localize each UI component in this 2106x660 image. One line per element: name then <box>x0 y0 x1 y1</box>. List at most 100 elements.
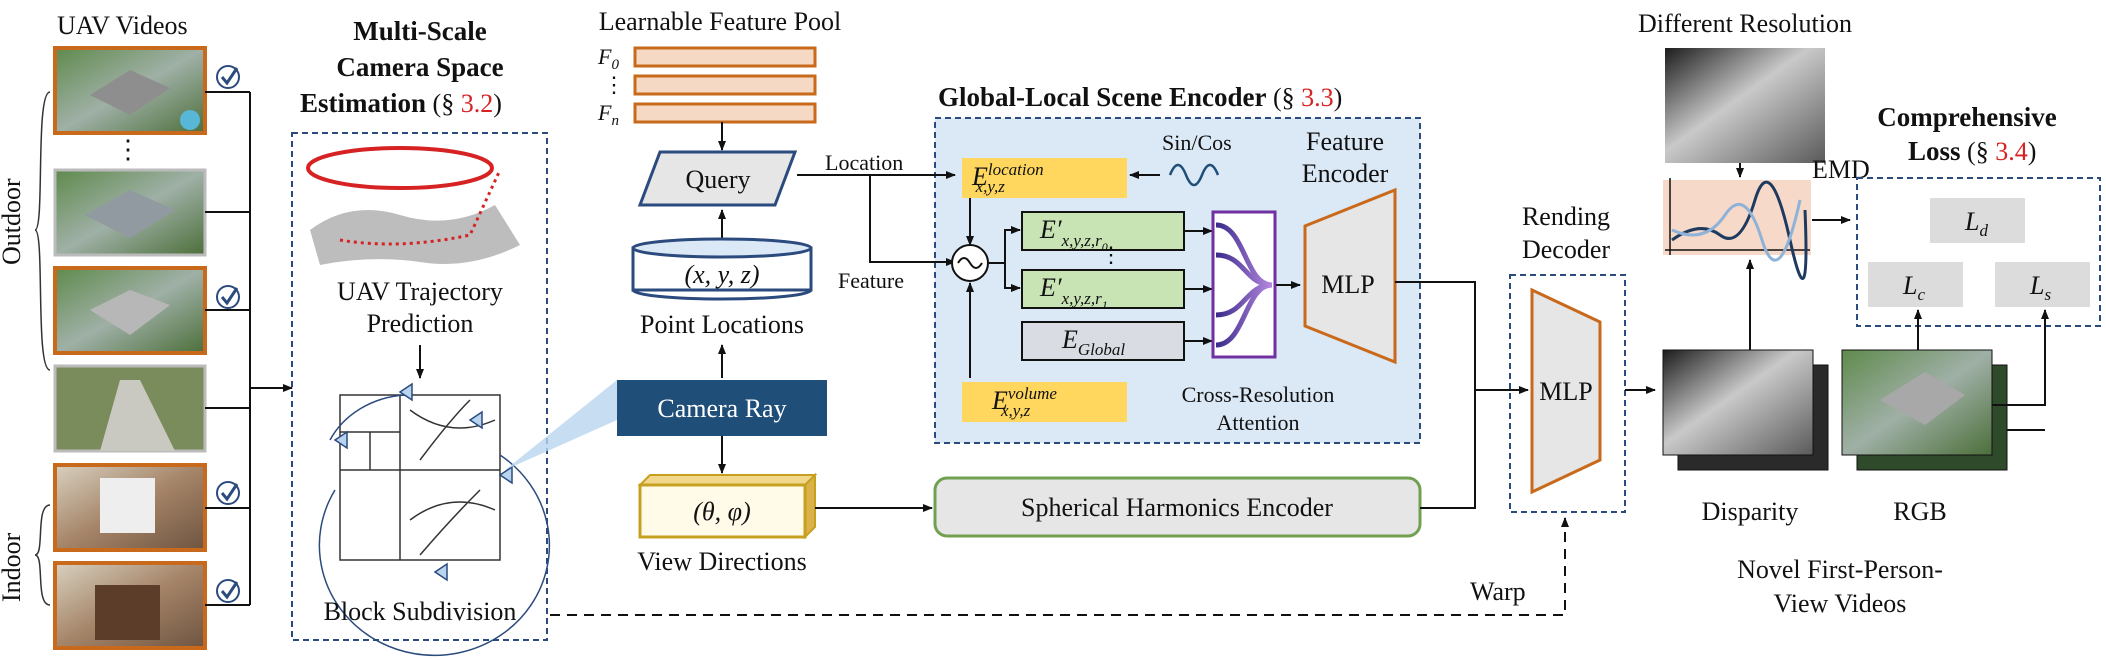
feature-encoder-label-2: Encoder <box>1302 159 1389 188</box>
uav-merge-lines <box>205 91 251 606</box>
attention-curves <box>1215 222 1273 348</box>
camera-ray-callout <box>505 380 617 470</box>
loss-ls-label: Ls <box>2029 271 2051 304</box>
attention-label-1: Cross-Resolution <box>1182 382 1335 407</box>
camera-space-title-3: Estimation (§ 3.2) <box>300 88 502 118</box>
e-r1-box <box>1021 269 1185 309</box>
encoder-to-attention-arrows <box>1184 227 1213 345</box>
outdoor-bracket <box>34 91 51 371</box>
feature-fn: Fn <box>597 100 619 129</box>
encoder-title: Global-Local Scene Encoder (§ 3.3) <box>938 82 1342 112</box>
camera-ray-label: Camera Ray <box>657 394 786 423</box>
e-location-box <box>962 158 1127 198</box>
sincos-label: Sin/Cos <box>1162 130 1232 155</box>
feature-encoder-label-1: Feature <box>1306 127 1384 156</box>
camera-ray-box <box>617 380 827 436</box>
different-resolution-image <box>1665 48 1825 163</box>
block-subdivision-diagram <box>318 394 551 657</box>
sine-wave-icon <box>1168 163 1220 187</box>
loss-lc-box <box>1868 262 1963 307</box>
uav-frame-6 <box>53 561 207 650</box>
novel-videos-label-1: Novel First-Person- <box>1737 555 1943 584</box>
indoor-bracket <box>34 504 51 606</box>
feature-path-arrow <box>869 175 956 266</box>
disparity-stack <box>1662 349 1829 471</box>
check-icon <box>216 579 240 603</box>
loss-title-2: Loss (§ 3.4) <box>1908 136 2036 166</box>
uav-frame-ellipsis: ⋮ <box>115 135 141 164</box>
rgb-stack <box>1841 349 2008 471</box>
loss-lc-label: Lc <box>1902 271 1925 304</box>
uav-frame-2 <box>53 168 207 257</box>
disparity-label: Disparity <box>1702 497 1799 526</box>
point-locations-caption: Point Locations <box>640 310 804 339</box>
check-icon <box>216 285 240 309</box>
camera-space-title-1: Multi-Scale <box>353 16 486 46</box>
feature-pool-bars <box>633 46 817 124</box>
loss-title-1: Comprehensive <box>1877 102 2057 132</box>
different-resolution-label: Different Resolution <box>1638 9 1852 38</box>
camera-markers <box>333 382 513 582</box>
uav-frame-4 <box>53 364 207 453</box>
decoder-title-1: Rending <box>1522 202 1610 231</box>
uav-frame-5 <box>53 463 207 552</box>
encoder-to-decoder-arrow <box>1395 281 1529 394</box>
loss-ld-box <box>1930 198 2025 243</box>
uav-videos-title: UAV Videos <box>57 11 188 40</box>
camera-space-box <box>291 132 548 641</box>
e-r0-label: E′x,y,z,r0 <box>1039 215 1108 254</box>
attention-label-2: Attention <box>1216 410 1299 435</box>
indoor-label: Indoor <box>0 532 26 602</box>
decoder-mlp <box>1530 287 1602 495</box>
mix-to-r1-arrow <box>1004 263 1021 292</box>
loss-box <box>1856 177 2101 327</box>
view-directions-formula: (θ, φ) <box>693 497 750 526</box>
feature-f0: F0 <box>597 44 619 73</box>
e-r1-label: E′x,y,z,r1 <box>1039 273 1108 312</box>
rgb-to-ls-arrow <box>1992 309 2049 406</box>
view-directions-caption: View Directions <box>637 547 807 576</box>
query-box <box>637 150 798 207</box>
camera-space-title-2: Camera Space <box>336 52 503 82</box>
check-icon <box>216 481 240 505</box>
warp-label: Warp <box>1470 577 1526 606</box>
spherical-to-decoder-line <box>1420 390 1476 509</box>
encoder-dots: ⋮ <box>1100 242 1122 267</box>
query-label: Query <box>686 165 751 194</box>
loss-ls-box <box>1995 262 2090 307</box>
warp-dashed-arrow <box>550 517 1569 616</box>
check-icon <box>216 65 240 89</box>
feature-pool-title: Learnable Feature Pool <box>599 7 842 36</box>
spherical-harmonics-label: Spherical Harmonics Encoder <box>1021 493 1333 522</box>
e-global-label: EGlobal <box>1061 325 1125 359</box>
block-subdivision-label: Block Subdivision <box>324 597 517 626</box>
rgb-label: RGB <box>1893 497 1946 526</box>
decoder-title-2: Decoder <box>1522 235 1610 264</box>
decoder-box <box>1509 274 1626 513</box>
mix-to-r0-arrow <box>988 226 1021 264</box>
decoder-mlp-label: MLP <box>1539 377 1592 406</box>
feature-encoder-mlp <box>1303 187 1397 365</box>
trajectory-point-cloud <box>306 146 520 265</box>
point-locations-formula: (x, y, z) <box>684 260 759 289</box>
uav-frame-1 <box>53 46 207 135</box>
feature-label: Feature <box>838 268 904 293</box>
trajectory-label-2: Prediction <box>367 309 474 338</box>
outdoor-label: Outdoor <box>0 178 26 265</box>
feature-dots: ⋮ <box>603 72 625 97</box>
uav-frame-3 <box>53 266 207 355</box>
point-locations-cylinder <box>631 237 813 301</box>
mix-operator-icon <box>951 244 989 282</box>
location-label: Location <box>825 150 903 175</box>
trajectory-label-1: UAV Trajectory <box>337 277 503 306</box>
emd-label: EMD <box>1812 155 1870 184</box>
feature-encoder-mlp-label: MLP <box>1321 270 1374 299</box>
emd-chart <box>1663 178 1811 280</box>
e-r0-box <box>1021 211 1185 251</box>
loss-ld-label: Ld <box>1964 207 1988 240</box>
novel-videos-label-2: View Videos <box>1774 589 1907 618</box>
